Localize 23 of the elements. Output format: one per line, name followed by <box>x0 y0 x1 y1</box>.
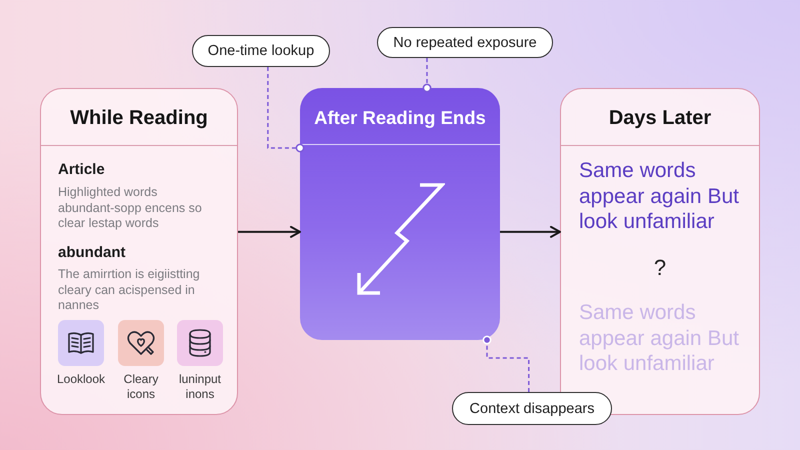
leader-line <box>422 58 432 92</box>
leader-line <box>482 336 530 392</box>
icon-caption: Looklook <box>56 372 106 387</box>
callout-bubble: One-time lookup <box>192 35 330 67</box>
callout-bubble: No repeated exposure <box>377 27 553 58</box>
panel-heading: While Reading <box>70 106 208 130</box>
arrow <box>500 226 561 238</box>
section-heading: abundant <box>58 244 126 262</box>
icon-caption: luninput inons <box>178 372 222 402</box>
body-text: Highlighted words abundant-sopp encens so clear lestap words <box>58 185 203 232</box>
stage-panel <box>40 88 238 415</box>
arrow <box>238 226 301 238</box>
stage-panel <box>300 88 500 340</box>
leader-line <box>267 67 304 152</box>
highlighted-text: Same words appear again But look unfamiliar <box>579 158 740 234</box>
body-text: The amirrtion is eigiistting cleary can acispensed in nannes <box>58 267 201 314</box>
callout-bubble: Context disappears <box>452 392 612 425</box>
icon-caption: Cleary icons <box>122 372 160 402</box>
question-mark: ? <box>654 255 666 281</box>
panel-heading: Days Later <box>608 106 712 130</box>
panel-heading: After Reading Ends <box>314 106 486 130</box>
section-heading: Article <box>58 161 105 179</box>
faded-text: Same words appear again But look unfamiliar <box>579 300 740 376</box>
